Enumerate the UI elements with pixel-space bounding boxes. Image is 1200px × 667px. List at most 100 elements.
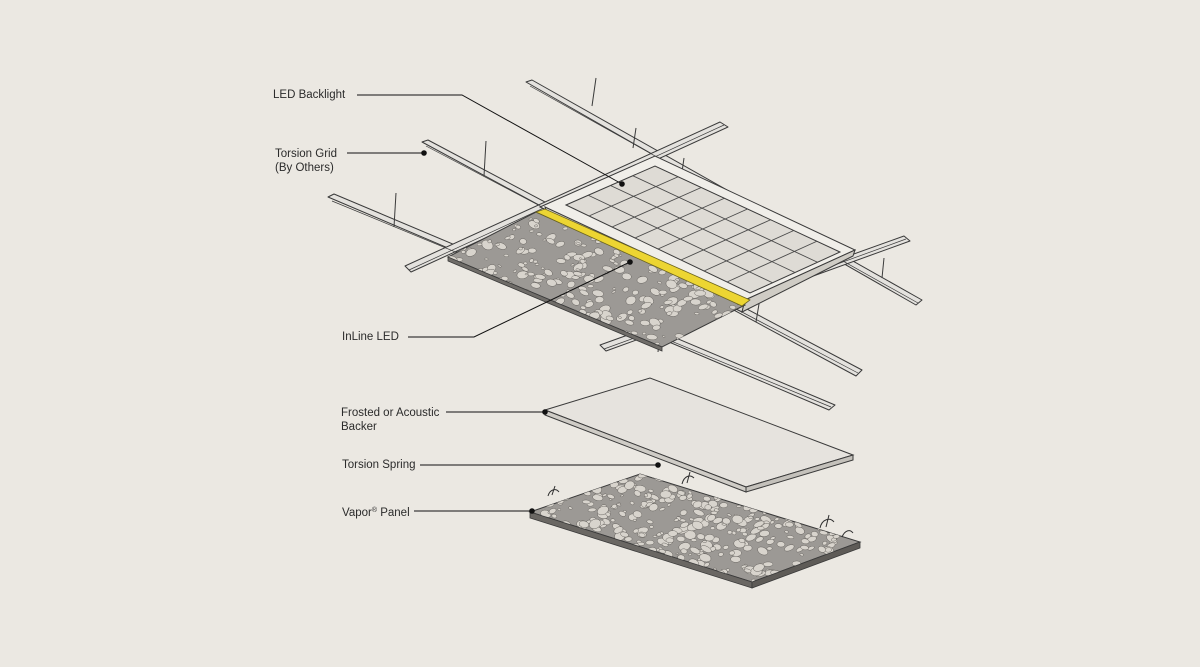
perforation [504,236,511,240]
perforation [622,286,629,293]
perforation [592,482,598,486]
perforation [541,266,545,270]
perforation [535,328,545,337]
perforation [716,484,722,488]
perforation [800,545,809,551]
perforation [710,480,715,484]
perforation [709,301,717,308]
perforation [475,214,488,222]
perforation [587,284,594,288]
perforation [687,490,693,495]
perforation [534,274,546,280]
perforation [515,224,521,230]
perforation [826,491,834,497]
perforation [745,527,750,531]
perforation [472,289,480,294]
perforation [663,299,673,305]
perforation [546,237,555,245]
perforation [463,324,476,333]
perforation [461,250,466,254]
perforation [796,573,804,579]
perforation [855,530,860,535]
perforation [792,573,798,578]
perforation [569,332,581,343]
perforation [620,494,624,498]
perforation [722,494,731,501]
perforation [555,311,567,322]
perforation [709,482,717,487]
perforation [629,501,635,506]
perforation [573,320,584,327]
perforation [582,324,589,330]
perforation [825,485,831,491]
perforation [707,338,714,343]
perforation [760,506,770,512]
perforation [762,561,774,567]
perforation [702,540,708,543]
perforation [658,546,663,550]
perforation [649,525,654,529]
perforation [563,254,571,261]
perforation [502,296,515,305]
perforation [502,212,509,214]
perforation [473,341,483,347]
perforation [785,491,791,497]
perforation [770,536,776,540]
perforation [576,474,588,485]
torsion-springs [547,471,854,538]
perforation [600,524,607,529]
perforation [545,568,557,575]
perforation [718,552,724,557]
perforation [448,269,453,276]
perforation [448,322,454,328]
perforation [742,532,748,537]
perforation [700,545,712,553]
perforation [719,502,728,509]
perforation [718,491,727,498]
perforation [535,263,540,266]
perforation [784,530,789,534]
perforation [532,566,540,572]
perforation [556,322,564,329]
perforation [699,553,712,563]
perforation [530,550,537,556]
perforation [556,553,562,558]
perforation [675,474,682,479]
perforation [535,331,545,338]
perforation [497,285,503,290]
perforation [487,284,498,292]
perforation [572,482,578,486]
perforation [547,315,552,319]
perforation [480,316,492,324]
perforation [680,521,689,528]
perforation [614,566,623,574]
perforation [719,488,727,493]
perforation [490,334,499,341]
perforation [530,282,541,289]
perforation [731,514,744,524]
perforation [621,272,632,280]
perforation [502,331,508,335]
perforation [491,339,497,344]
perforation [827,571,838,577]
perforation [782,506,791,512]
perforation [638,532,646,538]
perforation [738,491,742,494]
perforation [777,508,787,516]
perforation [820,576,831,582]
perforation [822,541,828,546]
perforation [641,558,647,562]
perforation [449,293,456,298]
perforation [448,265,453,268]
perforation [477,242,483,246]
perforation [630,330,638,336]
perforation [844,564,857,574]
perforation [742,495,754,506]
perforation [559,567,565,572]
perforation [539,575,544,579]
perforation [527,342,536,346]
perforation [743,544,753,552]
perforation [528,217,533,221]
perforation [562,479,571,485]
